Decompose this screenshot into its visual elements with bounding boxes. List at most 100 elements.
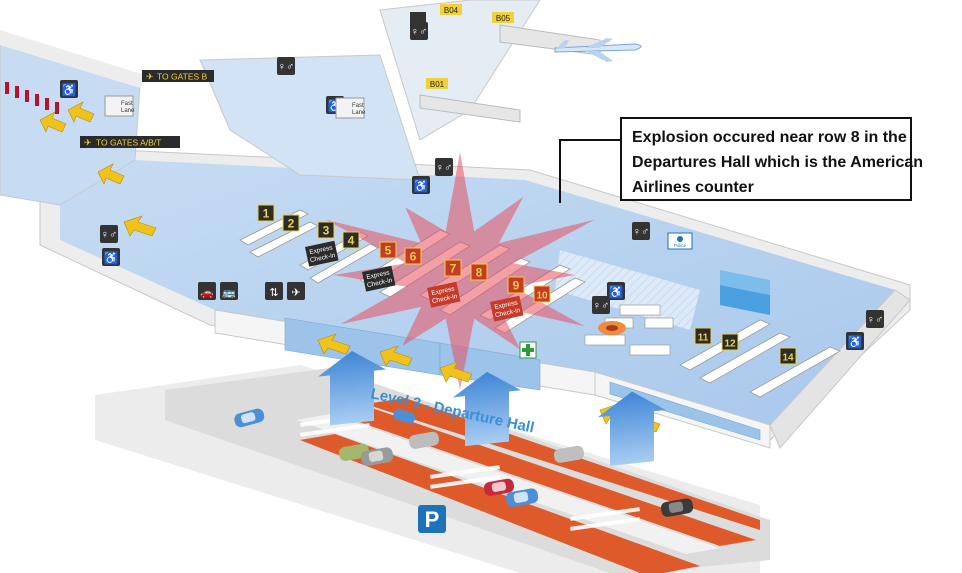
police-icon: Police — [667, 232, 693, 250]
restroom-icon: ♀♂ — [435, 158, 453, 176]
lane-label: Lane — [352, 110, 366, 116]
road-stripe — [365, 398, 760, 530]
counter-badge-5: 5 — [379, 241, 397, 259]
restroom-icon: ♀♂ — [410, 22, 428, 40]
accessible-icon: ♿ — [607, 282, 625, 300]
svg-text:♿: ♿ — [848, 335, 863, 349]
airplane-icon: ✈ — [146, 72, 154, 82]
counter-badge-4: 4 — [342, 231, 360, 249]
counter-number: 9 — [513, 279, 520, 293]
restroom-icon: ♀♂ — [100, 225, 118, 243]
accessible-icon: ♿ — [846, 332, 864, 350]
accessible-icon: ♿ — [102, 248, 120, 266]
road-stripe — [300, 434, 700, 573]
svg-text:♀♂: ♀♂ — [593, 300, 610, 312]
luggage-carousel — [598, 321, 626, 335]
callout-line-2: Departures Hall which is the American — [632, 154, 924, 171]
cars — [234, 408, 694, 517]
to-gates-b-sign: ✈ TO GATES B — [142, 70, 214, 82]
express-label: Express — [431, 285, 456, 297]
svg-text:B05: B05 — [496, 14, 511, 23]
first-aid-icon — [519, 341, 537, 359]
gate-label-b05: B05 — [492, 12, 514, 23]
counter-badge-3: 3 — [317, 221, 335, 239]
counter-badge-9: 9 — [507, 276, 525, 294]
elevator-icon: ⇅ — [265, 282, 283, 300]
svg-text:♀♂: ♀♂ — [278, 61, 295, 73]
svg-text:🚗: 🚗 — [200, 287, 214, 299]
callout-leader-line — [559, 139, 620, 203]
counter-number: 1 — [263, 207, 270, 221]
gate-icon — [410, 12, 426, 26]
svg-text:♀♂: ♀♂ — [436, 162, 453, 174]
to-gates-b-label: TO GATES B — [157, 72, 208, 82]
express-label: Express — [309, 244, 334, 256]
accessible-icon: ♿ — [60, 80, 78, 98]
svg-text:♀♂: ♀♂ — [867, 314, 884, 326]
barriers — [5, 82, 59, 114]
counter-number: 4 — [348, 234, 355, 248]
counter-badge-7: 7 — [444, 259, 462, 277]
entrance-arrows — [318, 351, 666, 466]
gate-label-b01: B01 — [426, 78, 448, 89]
lane-label: Lane — [121, 108, 135, 114]
counter-badge-12: 12 — [721, 333, 739, 351]
counter-number: 10 — [536, 291, 548, 302]
restroom-icon: ♀♂ — [592, 296, 610, 314]
express-checkin-labels: Express Check-in Express Check-in Expres… — [305, 240, 524, 322]
counter-badge-10: 10 — [533, 285, 551, 303]
svg-text:♀♂: ♀♂ — [411, 26, 428, 38]
to-gates-abt-sign: ✈ TO GATES A/B/T — [80, 136, 180, 148]
bus-icon: 🚌 — [220, 282, 238, 300]
counter-number: 12 — [724, 339, 736, 350]
airplane-icon — [554, 38, 642, 62]
svg-text:♀♂: ♀♂ — [101, 229, 118, 241]
svg-text:♿: ♿ — [62, 83, 77, 97]
svg-text:✈: ✈ — [291, 287, 300, 299]
express-label: Express — [494, 299, 519, 311]
restroom-icon: ♀♂ — [632, 222, 650, 240]
counter-badge-11: 11 — [694, 327, 712, 345]
gate-label-b04: B04 — [440, 4, 462, 15]
express-label: Express — [366, 269, 391, 281]
parking-label: P — [425, 507, 440, 532]
fast-lane-icon: Fast Lane — [335, 97, 366, 119]
counter-number: 8 — [476, 266, 483, 280]
svg-text:⇅: ⇅ — [269, 287, 278, 299]
counter-number: 6 — [410, 250, 417, 264]
counter-badge-6: 6 — [404, 247, 422, 265]
svg-text:♿: ♿ — [104, 251, 119, 265]
counter-badge-8: 8 — [470, 263, 488, 281]
restroom-icon: ♀♂ — [866, 310, 884, 328]
fast-label: Fast — [121, 101, 133, 107]
counter-badge-1: 1 — [257, 204, 275, 222]
police-label: Police — [674, 243, 687, 248]
svg-text:♀♂: ♀♂ — [633, 226, 650, 238]
parking-sign[interactable]: P — [418, 505, 446, 533]
fast-lane-icon: Fast Lane — [104, 95, 135, 117]
accessible-icon: ♿ — [412, 176, 430, 194]
counter-number: 3 — [323, 224, 330, 238]
counter-number: 5 — [385, 244, 392, 258]
svg-text:♿: ♿ — [414, 179, 429, 193]
svg-text:B01: B01 — [430, 80, 445, 89]
counter-number: 14 — [782, 353, 794, 364]
luggage-icon: ✈ — [287, 282, 305, 300]
counter-badge-2: 2 — [282, 214, 300, 232]
airplane-icon: ✈ — [84, 138, 92, 148]
to-gates-abt-label: TO GATES A/B/T — [96, 138, 161, 148]
counter-number: 11 — [698, 333, 709, 344]
callout-line-1: Explosion occured near row 8 in the — [632, 129, 907, 146]
svg-text:♿: ♿ — [609, 285, 624, 299]
restroom-icon: ♀♂ — [277, 57, 295, 75]
counter-number: 2 — [288, 217, 295, 231]
car-icon: 🚗 — [198, 282, 216, 300]
counter-number: 7 — [450, 262, 457, 276]
svg-text:B04: B04 — [444, 6, 459, 15]
svg-text:🚌: 🚌 — [222, 287, 236, 299]
counter-badge-14: 14 — [779, 347, 797, 365]
explosion-callout: Explosion occured near row 8 in the Depa… — [620, 117, 924, 201]
